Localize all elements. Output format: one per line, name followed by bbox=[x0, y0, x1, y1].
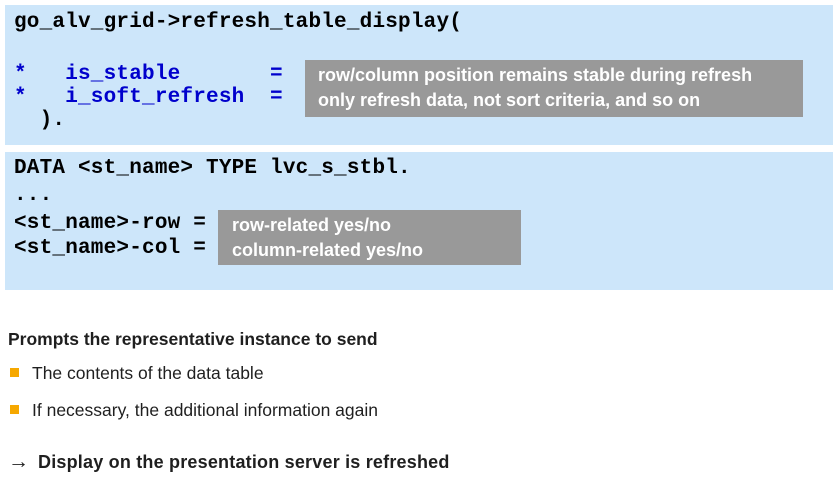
list-item: If necessary, the additional information… bbox=[10, 400, 378, 421]
annotation-box-row-col: row-related yes/no column-related yes/no bbox=[218, 210, 521, 265]
annotation-line-is-stable: row/column position remains stable durin… bbox=[318, 65, 753, 85]
list-item: The contents of the data table bbox=[10, 363, 264, 384]
conclusion-text: Display on the presentation server is re… bbox=[38, 452, 450, 472]
code-line-col-assignment: <st_name>-col = bbox=[14, 237, 207, 260]
code-line-row-assignment: <st_name>-row = bbox=[14, 212, 207, 235]
bullet-text-data-table: The contents of the data table bbox=[32, 363, 264, 383]
code-line-method-call: go_alv_grid->refresh_table_display( bbox=[14, 11, 463, 34]
code-line-param-is-stable: * is_stable = bbox=[14, 63, 283, 86]
code-block-refresh-call: go_alv_grid->refresh_table_display( * is… bbox=[5, 5, 833, 145]
code-line-closing-paren: ). bbox=[14, 109, 66, 132]
code-line-data-declaration: DATA <st_name> TYPE lvc_s_stbl. bbox=[14, 157, 411, 180]
annotation-line-row-related: row-related yes/no bbox=[232, 215, 392, 235]
code-line-ellipsis: ... bbox=[14, 184, 53, 207]
bullet-square-icon bbox=[10, 405, 19, 414]
code-block-stable-structure: DATA <st_name> TYPE lvc_s_stbl. ... <st_… bbox=[5, 152, 833, 290]
bullet-text-additional-info: If necessary, the additional information… bbox=[32, 400, 378, 420]
section-heading: Prompts the representative instance to s… bbox=[8, 329, 378, 349]
conclusion-row: → Display on the presentation server is … bbox=[8, 450, 450, 474]
annotation-line-soft-refresh: only refresh data, not sort criteria, an… bbox=[318, 90, 701, 110]
annotation-box-refresh-params: row/column position remains stable durin… bbox=[305, 60, 803, 117]
code-line-param-i-soft-refresh: * i_soft_refresh = bbox=[14, 86, 283, 109]
bullet-square-icon bbox=[10, 368, 19, 377]
annotation-line-column-related: column-related yes/no bbox=[232, 240, 424, 260]
right-arrow-icon: → bbox=[8, 450, 29, 473]
